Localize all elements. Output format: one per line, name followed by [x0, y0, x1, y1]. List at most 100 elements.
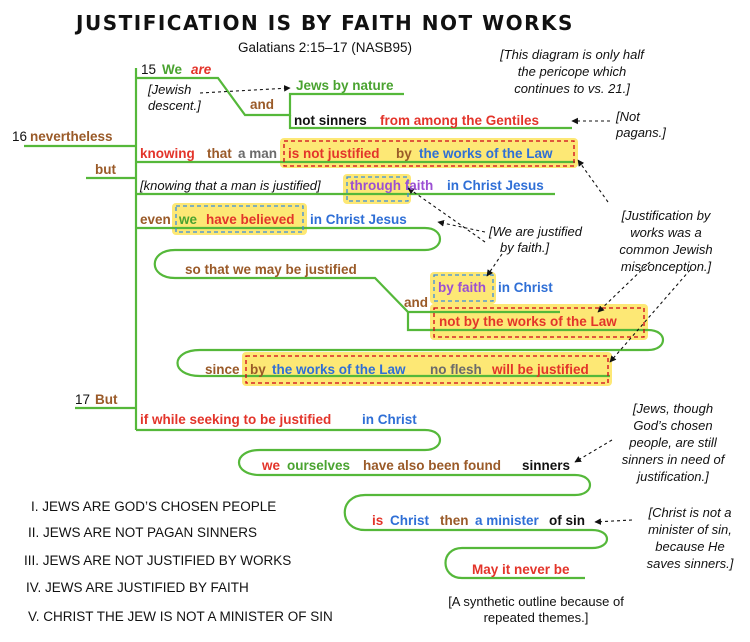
note-faith-2: by faith.]: [500, 240, 550, 255]
verse-number-15: 15: [141, 62, 156, 77]
phrase-from-gentiles: from among the Gentiles: [380, 113, 539, 128]
line-we-are: [136, 76, 404, 117]
note-minister-3: because He: [655, 539, 724, 554]
box-have-believed: [175, 205, 304, 233]
note-chosen-2: God’s chosen: [633, 418, 712, 433]
word-by: by: [396, 146, 412, 161]
phrase-have-also: have also been found: [363, 458, 501, 473]
note-jewish-2: descent.]: [148, 98, 201, 113]
note-synthetic-1: [A synthetic outline because of: [448, 594, 624, 609]
phrase-of-sin: of sin: [549, 513, 585, 528]
phrase-in-christ: in Christ: [498, 280, 553, 295]
phrase-a-minister: a minister: [475, 513, 540, 528]
line-even-believed: [136, 226, 560, 314]
note-works-2: works was a: [630, 225, 702, 240]
dashed-boxes: [175, 140, 645, 384]
arrow-jewish-descent: [199, 85, 291, 94]
note-half-pericope-2: the pericope which: [518, 64, 626, 79]
arrow-works-1: [577, 159, 609, 203]
box-by-faith: [433, 274, 494, 302]
note-chosen-5: justification.]: [635, 469, 709, 484]
note-half-pericope-1: [This diagram is only half: [499, 47, 645, 62]
word-are: are: [191, 62, 212, 77]
word-since: since: [205, 362, 240, 377]
word-and-1: and: [250, 97, 274, 112]
highlight-not-justified: [280, 138, 578, 168]
highlight-since-works: [242, 352, 612, 386]
scripture-reference: Galatians 2:15–17 (NASB95): [238, 40, 412, 55]
note-minister-4: saves sinners.]: [647, 556, 734, 571]
arrow-works-3: [609, 269, 691, 363]
verse-number-16: 16: [12, 129, 27, 144]
word-sinners: sinners: [522, 458, 570, 473]
line-not-sinners: [288, 115, 572, 130]
phrase-by-faith: by faith: [438, 280, 486, 295]
arrow-sinners: [574, 439, 613, 463]
note-chosen-3: people, are still: [628, 435, 718, 450]
side-notes: [This diagram is only half the pericope …: [488, 47, 734, 571]
phrase-works-of-law: the works of the Law: [419, 146, 553, 161]
outline-item-4: IV. JEWS ARE JUSTIFIED BY FAITH: [26, 580, 249, 595]
note-knowing-justified: [knowing that a man is justified]: [139, 178, 321, 193]
line-not-by-works: [176, 312, 665, 378]
line-verse-17: [136, 428, 609, 580]
word-but-17: But: [95, 392, 118, 407]
note-minister-1: [Christ is not a: [647, 505, 731, 520]
word-we-3: we: [261, 458, 281, 473]
word-knowing: knowing: [140, 146, 195, 161]
word-christ: Christ: [390, 513, 430, 528]
phrase-not-sinners: not sinners: [294, 113, 367, 128]
arrow-minister: [594, 518, 633, 525]
verse-number-17: 17: [75, 392, 90, 407]
page-title: JUSTIFICATION IS BY FAITH NOT WORKS: [74, 11, 574, 35]
note-half-pericope-3: continues to vs. 21.]: [514, 81, 630, 96]
highlight-through-faith: [343, 174, 411, 204]
word-ourselves: ourselves: [287, 458, 350, 473]
word-nevertheless: nevertheless: [30, 129, 113, 144]
note-works-4: misconception.]: [621, 259, 712, 274]
phrase-have-believed: have believed: [206, 212, 295, 227]
phrase-so-that: so that we may be justified: [185, 262, 357, 277]
phrase-may-it-never-be: May it never be: [472, 562, 570, 577]
note-not-pagans-2: pagans.]: [615, 125, 666, 140]
arrow-faith-2: [407, 187, 486, 243]
phrase-not-justified: is not justified: [288, 146, 380, 161]
word-and-2: and: [404, 295, 428, 310]
note-not-pagans-1: [Not: [615, 109, 641, 124]
highlights: [172, 138, 648, 386]
annotation-arrows: [199, 85, 691, 525]
phrase-no-flesh: no flesh: [430, 362, 482, 377]
outline-item-5: V. CHRIST THE JEW IS NOT A MINISTER OF S…: [28, 609, 333, 624]
word-by-2: by: [250, 362, 266, 377]
word-but: but: [95, 162, 116, 177]
arrow-works-2: [597, 261, 651, 313]
note-synthetic-2: repeated themes.]: [484, 610, 589, 625]
phrase-will-be-justified: will be justified: [491, 362, 589, 377]
outline-item-2: II. JEWS ARE NOT PAGAN SINNERS: [28, 525, 257, 540]
box-not-by-works: [433, 307, 645, 338]
word-we: We: [162, 62, 182, 77]
word-then: then: [440, 513, 469, 528]
arrow-faith-1: [437, 220, 486, 233]
outline-item-3: III. JEWS ARE NOT JUSTIFIED BY WORKS: [24, 553, 291, 568]
note-minister-2: minister of sin,: [648, 522, 732, 537]
outline-item-1: I. JEWS ARE GOD’S CHOSEN PEOPLE: [31, 499, 276, 514]
phrase-jews-by-nature: Jews by nature: [296, 78, 394, 93]
note-works-3: common Jewish: [619, 242, 712, 257]
note-jewish-1: [Jewish: [147, 82, 191, 97]
phrase-works-of-law-2: the works of the Law: [272, 362, 406, 377]
note-chosen-1: [Jews, though: [632, 401, 713, 416]
highlight-by-faith: [430, 272, 496, 304]
phrase-through-faith: through faith: [350, 178, 433, 193]
note-chosen-4: sinners in need of: [622, 452, 726, 467]
phrase-if-while: if while seeking to be justified: [140, 412, 331, 427]
diagram-lines: [24, 68, 665, 580]
word-we-2: we: [178, 212, 198, 227]
phrase-in-christ-jesus-2: in Christ Jesus: [310, 212, 407, 227]
word-is: is: [372, 513, 383, 528]
box-since-works: [245, 355, 609, 384]
outline-list: I. JEWS ARE GOD’S CHOSEN PEOPLE II. JEWS…: [24, 499, 333, 624]
note-faith-1: [We are justified: [488, 224, 583, 239]
box-not-justified: [283, 140, 575, 167]
